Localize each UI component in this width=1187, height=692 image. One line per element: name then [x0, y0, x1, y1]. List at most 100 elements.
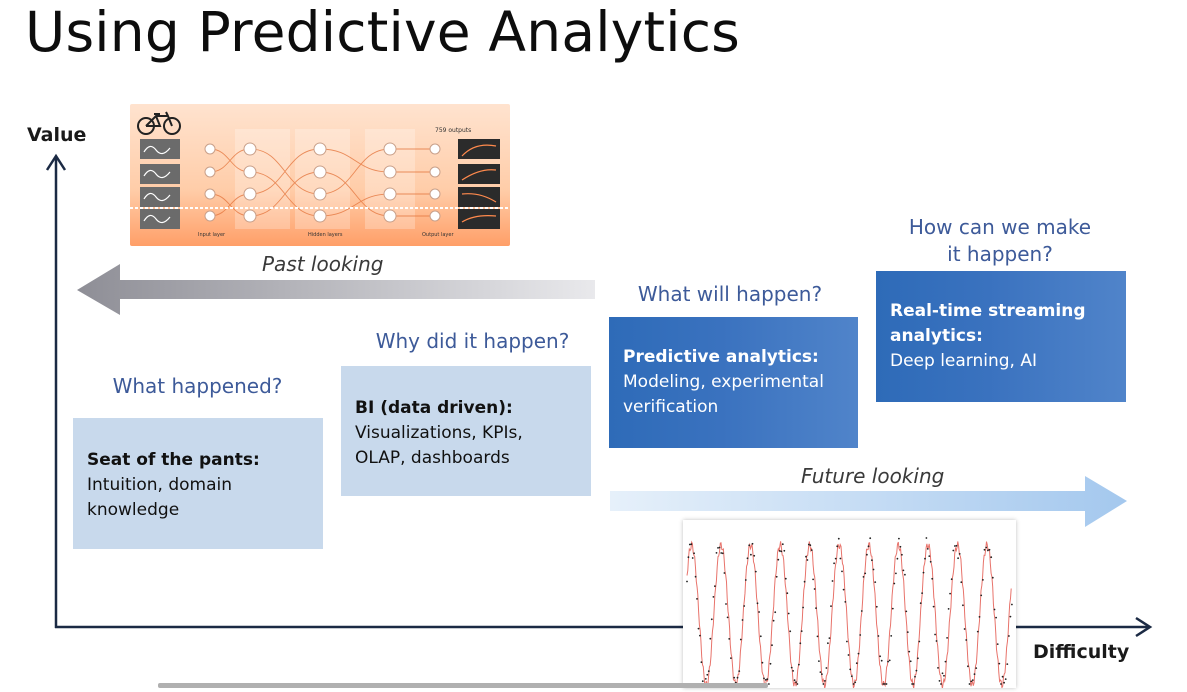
series-point: [744, 579, 747, 581]
stage-lead: BI (data driven):: [355, 398, 513, 418]
series-point: [699, 634, 701, 637]
series-point: [805, 555, 807, 558]
series-point: [905, 610, 908, 613]
series-point: [796, 683, 799, 685]
series-point: [1008, 635, 1010, 637]
series-point: [991, 576, 994, 579]
series-point: [793, 679, 796, 682]
series-point: [710, 618, 713, 621]
series-point: [955, 544, 958, 547]
series-point: [1009, 615, 1012, 618]
series-point: [777, 558, 780, 561]
series-point: [809, 544, 812, 547]
series-point: [976, 630, 979, 633]
series-point: [995, 616, 997, 619]
series-point: [746, 557, 749, 560]
question-line-2: it happen?: [947, 242, 1053, 266]
series-point: [882, 683, 885, 685]
series-point: [921, 592, 923, 594]
question-what-happened: What happened?: [112, 374, 283, 398]
stage-body: Visualizations, KPIs, OLAP, dashboards: [355, 423, 523, 468]
series-point: [952, 549, 955, 552]
series-point: [891, 607, 894, 610]
series-point: [830, 605, 832, 607]
series-point: [898, 537, 900, 540]
series-point: [701, 680, 704, 683]
series-point: [960, 581, 963, 584]
question-line-1: How can we make: [908, 215, 1092, 239]
input-panels: [140, 139, 180, 229]
series-point: [895, 572, 897, 575]
series-point: [940, 683, 942, 685]
series-point: [917, 657, 919, 660]
series-point: [1000, 683, 1002, 685]
series-point: [688, 543, 691, 546]
series-point: [874, 581, 877, 583]
stage-box-seat-of-pants: Seat of the pants: Intuition, domain kno…: [73, 418, 323, 549]
series-point: [867, 545, 870, 548]
series-point: [850, 675, 853, 678]
series-point: [918, 640, 921, 643]
series-point: [871, 559, 873, 562]
series-point: [789, 630, 792, 633]
series-point: [753, 554, 756, 557]
series-point: [996, 643, 999, 645]
series-point: [934, 633, 936, 636]
series-point: [975, 667, 978, 669]
series-point: [833, 562, 835, 565]
series-point: [818, 660, 820, 662]
series-point: [888, 659, 891, 662]
series-point: [915, 669, 918, 672]
series-point: [827, 642, 829, 645]
series-point: [799, 642, 802, 645]
series-point: [987, 549, 989, 552]
horizontal-scrollbar[interactable]: [158, 683, 768, 688]
series-point: [792, 670, 794, 672]
series-point: [885, 683, 888, 685]
series-point: [935, 640, 938, 642]
series-point: [812, 578, 814, 581]
series-point: [857, 652, 860, 655]
series-point: [957, 557, 959, 560]
series-point: [965, 639, 968, 641]
series-point: [768, 683, 770, 685]
stage-box-bi: BI (data driven): Visualizations, KPIs, …: [341, 366, 591, 496]
series-point: [971, 679, 974, 681]
series-point: [706, 673, 709, 676]
series-point: [795, 681, 797, 683]
series-point: [869, 537, 872, 540]
series-point: [929, 560, 932, 563]
series-point: [761, 661, 764, 664]
series-point: [756, 602, 759, 605]
series-point: [968, 683, 971, 685]
series-point: [725, 603, 727, 605]
neural-network-figure: 759 outputs Input layer Hidden layers Ou…: [130, 104, 510, 246]
past-arrow: [77, 264, 595, 315]
series-point: [993, 608, 996, 611]
series-point: [696, 598, 698, 600]
series-point: [694, 575, 697, 578]
series-point: [859, 634, 862, 636]
series-point: [726, 616, 729, 619]
series-point: [862, 576, 865, 578]
series-point: [990, 556, 993, 559]
series-point: [720, 552, 723, 554]
input-layer-label: Input layer: [198, 232, 226, 238]
question-why-did-it-happen: Why did it happen?: [375, 329, 570, 353]
x-axis-label: Difficulty: [1033, 641, 1130, 663]
series-point: [924, 557, 926, 560]
series-point: [754, 570, 757, 573]
series-point: [723, 572, 726, 574]
series-point: [896, 557, 899, 560]
series-point: [980, 594, 983, 597]
series-point: [842, 588, 845, 591]
series-point: [931, 577, 934, 580]
series-point: [824, 680, 826, 682]
time-series-plot: [686, 537, 1013, 690]
series-point: [938, 680, 941, 682]
series-point: [914, 675, 916, 678]
series-point: [686, 580, 688, 583]
series-point: [954, 545, 956, 547]
series-point: [872, 568, 875, 571]
series-point: [717, 547, 719, 549]
